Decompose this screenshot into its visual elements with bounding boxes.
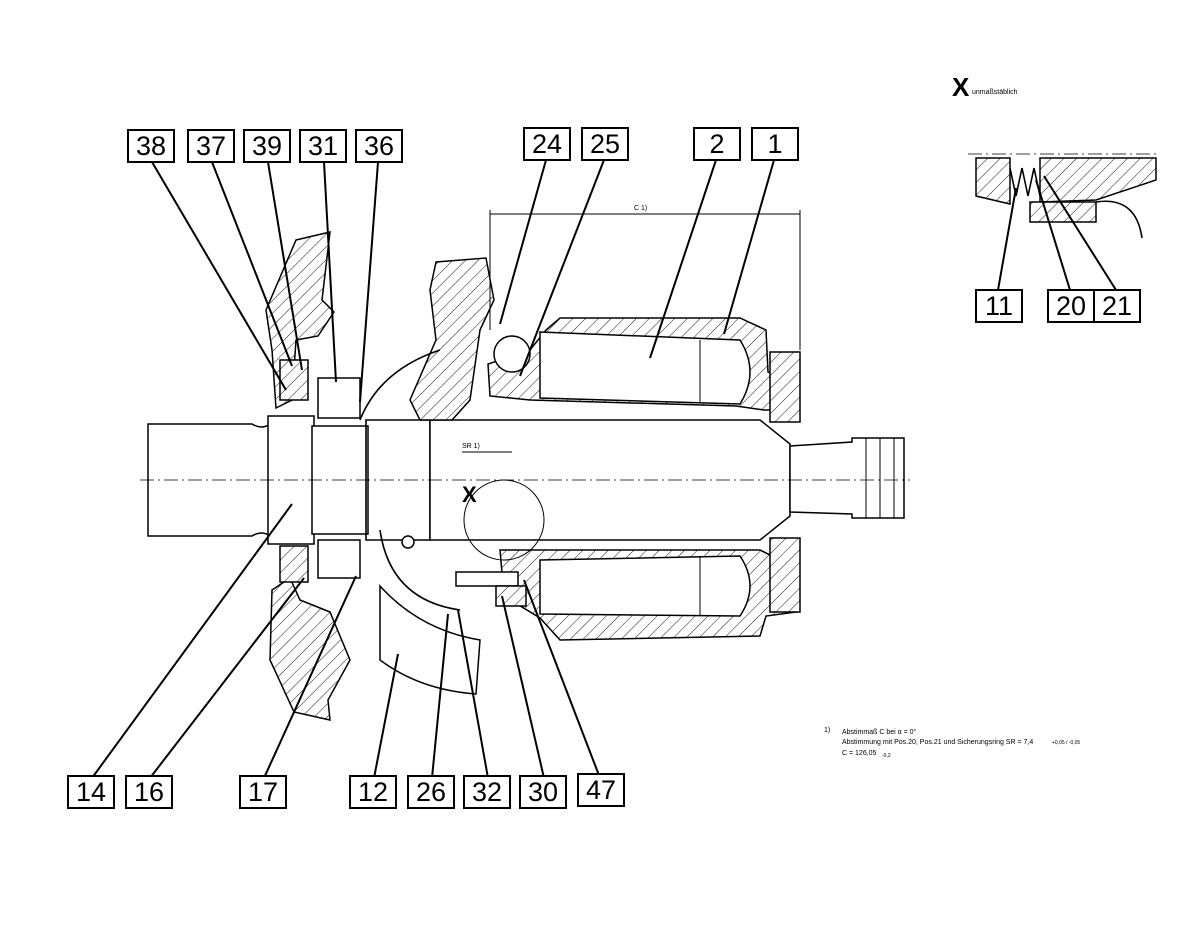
part-label: 14 xyxy=(67,775,115,809)
piston-upper xyxy=(539,331,751,405)
retaining-pin xyxy=(455,571,519,587)
svg-text:32: 32 xyxy=(472,777,502,807)
svg-text:38: 38 xyxy=(136,131,166,161)
part-label: 38 xyxy=(127,129,175,163)
spring-clip xyxy=(495,585,527,607)
bearing-lower xyxy=(317,539,361,579)
piston-ball-upper xyxy=(493,335,531,373)
svg-text:12: 12 xyxy=(358,777,388,807)
svg-text:14: 14 xyxy=(76,777,106,807)
part-labels-bottom: 14 16 17 12 26 32 30 47 xyxy=(67,773,625,809)
svg-text:+0,05 / -0,05: +0,05 / -0,05 xyxy=(1052,740,1080,746)
dim-sr-label: SR 1) xyxy=(462,443,480,450)
swash-arc-lower xyxy=(379,529,461,611)
mounting-flange-lower xyxy=(269,576,351,721)
svg-text:1: 1 xyxy=(767,129,782,159)
svg-text:24: 24 xyxy=(532,129,562,159)
part-label: 25 xyxy=(581,127,629,161)
part-label: 11 xyxy=(975,289,1023,323)
bearing-upper xyxy=(317,377,361,419)
svg-text:17: 17 xyxy=(248,777,278,807)
swash-plate-lower xyxy=(379,584,481,695)
svg-text:C = 126,05: C = 126,05 xyxy=(842,750,877,757)
svg-text:-0,2: -0,2 xyxy=(882,753,891,759)
end-cap-upper xyxy=(769,351,801,423)
svg-text:16: 16 xyxy=(134,777,164,807)
svg-text:2: 2 xyxy=(709,129,724,159)
part-label: 36 xyxy=(355,129,403,163)
part-label: 30 xyxy=(519,775,567,809)
svg-text:20: 20 xyxy=(1056,291,1086,321)
detail-x-view: X unmaßstäblich 11 20 21 xyxy=(952,72,1160,323)
svg-text:31: 31 xyxy=(308,131,338,161)
detail-subtitle: unmaßstäblich xyxy=(972,89,1018,96)
main-assembly: X C 1) SR 1) xyxy=(140,205,910,721)
part-label: 37 xyxy=(187,129,235,163)
part-label: 20 xyxy=(1047,289,1095,323)
detail-curve xyxy=(1095,200,1143,239)
part-labels-top: 38 37 39 31 36 24 25 2 xyxy=(127,127,799,163)
part-label: 31 xyxy=(299,129,347,163)
part-label: 47 xyxy=(577,773,625,807)
part-label: 1 xyxy=(751,127,799,161)
piston-lower xyxy=(539,555,751,617)
part-label: 24 xyxy=(523,127,571,161)
swash-plate-upper xyxy=(409,257,495,421)
svg-text:36: 36 xyxy=(364,131,394,161)
svg-text:39: 39 xyxy=(252,131,282,161)
part-label: 39 xyxy=(243,129,291,163)
detail-housing xyxy=(975,157,1011,205)
svg-text:26: 26 xyxy=(416,777,446,807)
svg-text:21: 21 xyxy=(1102,291,1132,321)
part-label: 17 xyxy=(239,775,287,809)
leader-lines xyxy=(91,159,775,779)
part-label: 26 xyxy=(407,775,455,809)
end-cap-lower xyxy=(769,537,801,613)
svg-text:30: 30 xyxy=(528,777,558,807)
svg-text:37: 37 xyxy=(196,131,226,161)
seal-ring-lower xyxy=(279,545,309,583)
swash-arc-upper xyxy=(359,349,441,421)
part-label: 32 xyxy=(463,775,511,809)
seal-ring-upper xyxy=(279,359,309,401)
pivot-pin xyxy=(401,535,415,549)
output-shaft xyxy=(789,437,905,519)
part-label: 2 xyxy=(693,127,741,161)
part-label: 12 xyxy=(349,775,397,809)
part-label: 21 xyxy=(1093,289,1141,323)
svg-text:47: 47 xyxy=(586,775,616,805)
svg-text:25: 25 xyxy=(590,129,620,159)
svg-text:Abstimmung mit Pos.20, Pos.21: Abstimmung mit Pos.20, Pos.21 und Sicher… xyxy=(842,739,1033,746)
dim-c-label: C 1) xyxy=(634,205,647,212)
svg-text:11: 11 xyxy=(985,291,1013,321)
detail-x-circle xyxy=(463,479,545,561)
svg-text:Abstimmaß C bei α = 0°: Abstimmaß C bei α = 0° xyxy=(842,728,917,736)
section-mark-x: X xyxy=(462,482,477,507)
svg-text:1): 1) xyxy=(824,727,830,734)
detail-title: X xyxy=(952,72,970,102)
part-label: 16 xyxy=(125,775,173,809)
footnote: 1) Abstimmaß C bei α = 0° Abstimmung mit… xyxy=(824,727,1080,759)
